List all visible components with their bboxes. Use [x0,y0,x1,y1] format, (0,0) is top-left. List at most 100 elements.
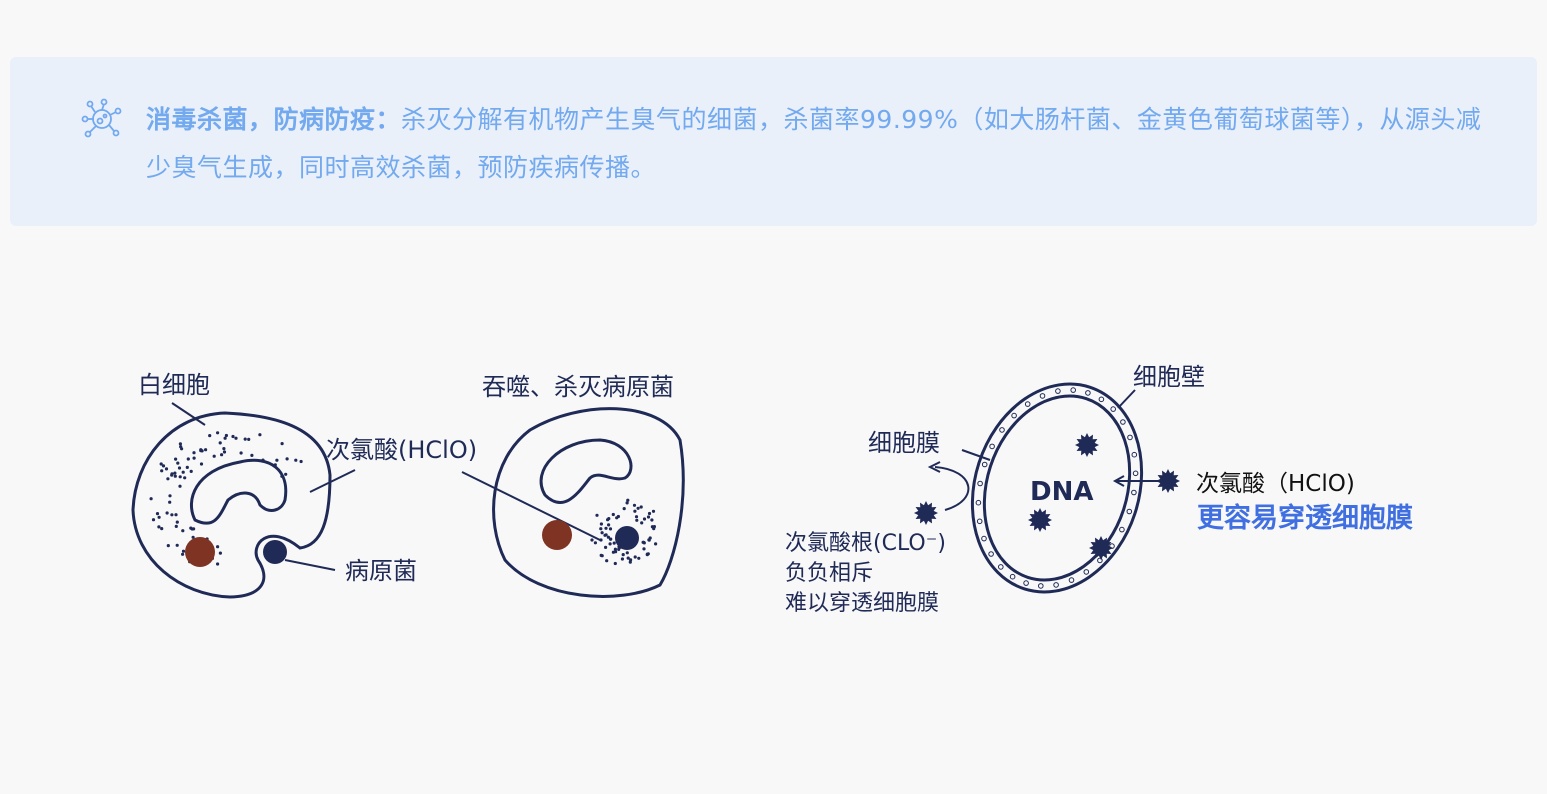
granule-dot [178,484,182,488]
granule-dot [285,457,289,461]
hclo-dot [620,557,625,561]
granule-dot [243,437,247,441]
membrane-pore [998,564,1004,570]
granule-dot [181,529,185,533]
granule-dot [216,545,220,549]
clo-label: 次氯酸根(CLO⁻) [785,531,946,556]
granule-dot [160,527,164,531]
membrane-pore [1085,390,1091,396]
hclo-note: 更容易穿透细胞膜 [1197,502,1413,534]
granule-dot [258,433,262,437]
white-cell-outline [131,411,332,599]
granule-dot [204,448,208,452]
membrane-pore [975,499,982,506]
granule-dot [280,474,284,478]
granule-dot [166,477,170,481]
membrane-pore [976,518,983,525]
hclo-dot [637,556,641,560]
pathogen-label: 病原菌 [345,557,417,585]
membrane-pore [988,551,994,557]
granule-dot [280,442,284,446]
info-banner [10,57,1537,226]
granule-dot [218,551,222,555]
granule-dot [223,436,227,440]
granule-dot [234,436,238,440]
granule-dot [174,513,178,517]
granule-dot [186,457,190,461]
granule-dot [273,463,277,467]
membrane-pore [1127,434,1133,441]
membrane-pore [981,535,987,542]
granule-dot [218,441,222,445]
membrane-pore [1024,401,1031,407]
white-cell-nucleus [190,458,288,525]
membrane-pore [989,443,995,450]
membrane-pore [1068,577,1075,583]
hclo-dot [599,522,604,526]
granule-dot [177,466,182,470]
granule-dot [261,458,265,462]
granule-dot [192,527,196,531]
hclo-dot [603,533,607,537]
hclo-dot [599,538,603,542]
hclo-dot [629,558,633,562]
granule-dot [199,462,204,466]
molecule-icon [1089,536,1113,560]
hclo-dot [604,545,608,550]
hclo-dot [611,512,615,517]
membrane-pore [1053,582,1059,588]
granule-dot [170,513,174,517]
hclo-dot [642,547,646,551]
hclo-dot [654,542,658,546]
granule-dot [174,524,178,529]
granule-dot [208,434,212,438]
hclo-dot [595,513,599,517]
granule-dot [183,476,187,480]
membrane-pore [1070,387,1076,393]
hclo-dot [647,538,651,542]
granule-dot [181,470,185,474]
membrane-pore [999,427,1005,433]
granule-dot [191,535,195,539]
pathogen [263,540,287,564]
hclo-dot [600,531,604,535]
hclo-dot [650,518,654,522]
granule-dot [216,562,220,566]
hclo-dot [645,552,650,556]
hclo-label-left: 次氯酸(HClO) [326,436,477,464]
membrane-pore [1126,508,1133,515]
hclo-dot [625,551,629,555]
granule-dot [179,445,183,449]
granule-dot [157,515,161,519]
membrane-pore [1023,580,1029,586]
hclo-dot [613,561,617,566]
hclo-dot [616,514,621,519]
granule-dot [224,433,228,438]
hclo-dot [621,553,625,557]
hclo-dot [590,538,594,542]
hclo-dot [622,507,626,511]
granule-dot [170,473,174,477]
phagocytosis-label: 吞噬、杀灭病原菌 [482,373,674,401]
granule-dot [192,456,196,460]
membrane-pore [1083,569,1090,575]
granule-dot [165,511,169,515]
hclo-dot [626,498,630,502]
granule-dot [294,458,298,462]
hclo-dot [641,540,645,544]
hclo-dot [612,541,616,545]
membrane-pore [1131,489,1137,496]
hclo-dot [604,526,608,530]
hclo-dot [608,542,612,546]
engulfed-pathogen [615,526,639,550]
hclo-dot [617,547,621,552]
granule-dot [181,552,185,556]
granule-dot [160,469,164,473]
hclo-dot [635,518,639,522]
granule-dot [157,525,161,529]
membrane-pore [1131,451,1138,458]
hclo-dot [613,547,618,551]
bacteria-icon [81,98,122,138]
granule-dot [166,544,170,548]
granule-left [185,537,215,567]
